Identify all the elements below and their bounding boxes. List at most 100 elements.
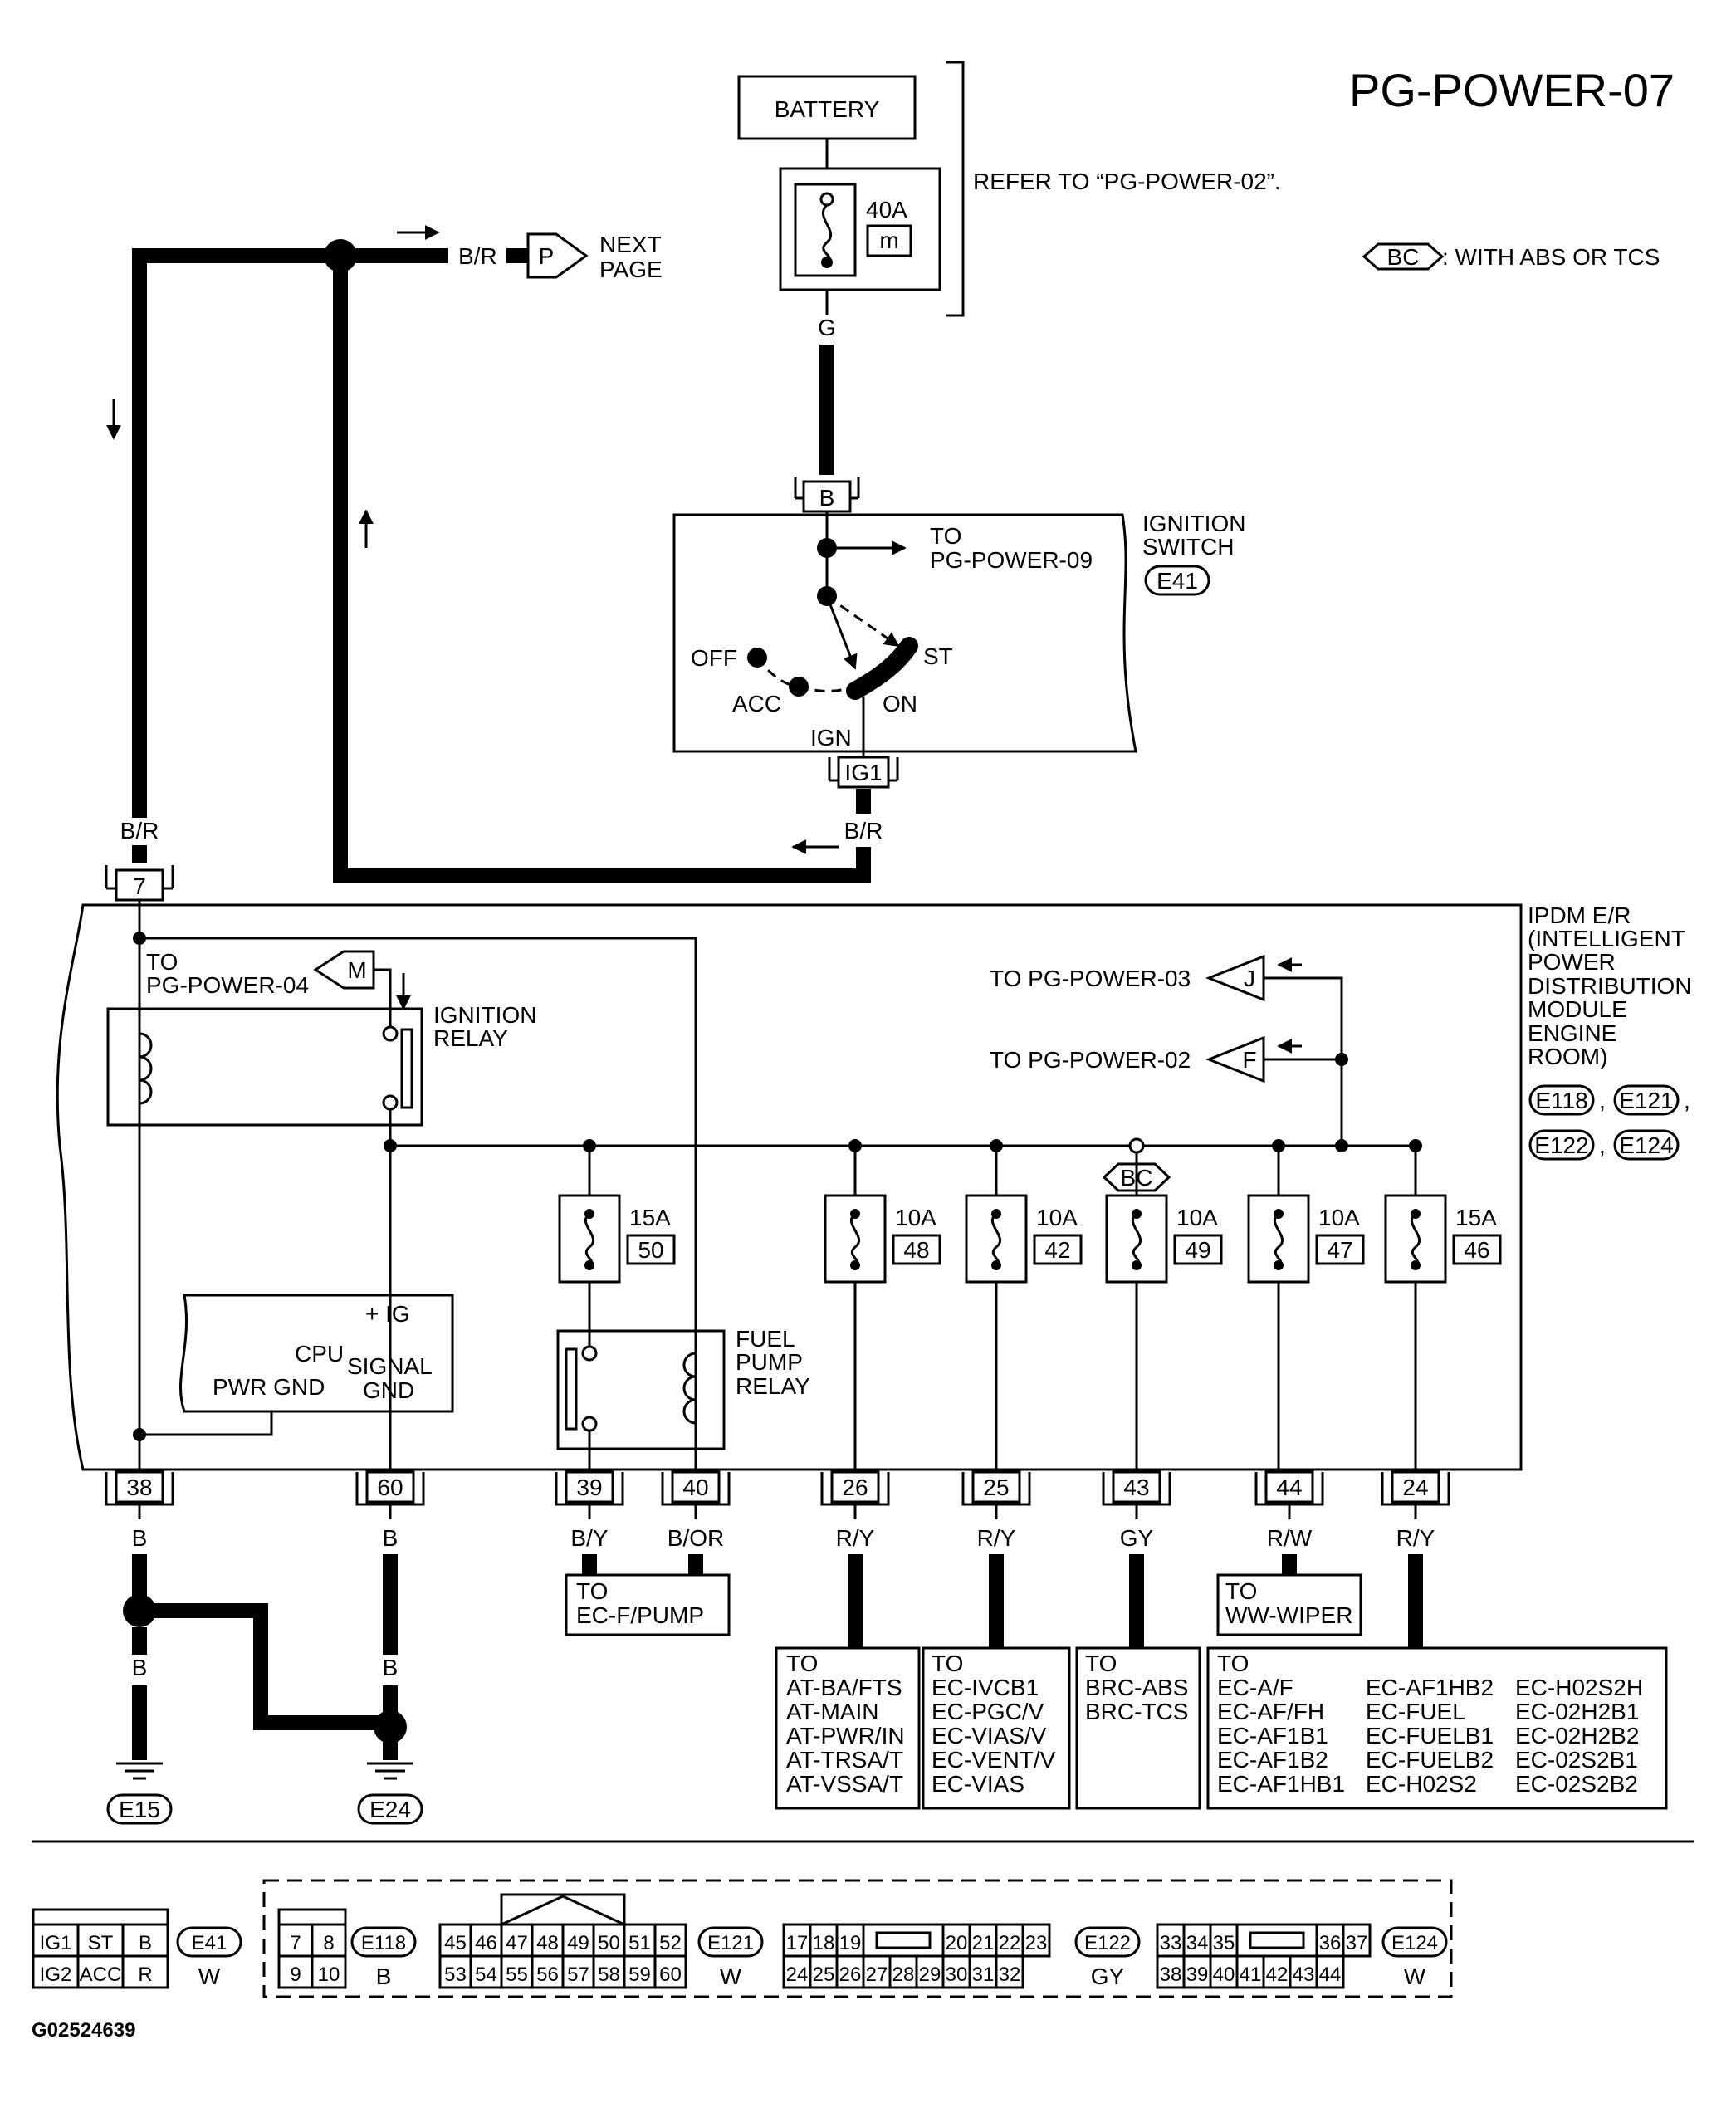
connector-pin: 45 <box>444 1932 467 1954</box>
dest-wiper-to: TO <box>1225 1578 1257 1604</box>
page-title: PG-POWER-07 <box>1349 64 1675 116</box>
dest-ec2-item: EC-AF/FH <box>1217 1699 1324 1724</box>
connector-pin: 36 <box>1319 1932 1342 1954</box>
connector-color-E118: B <box>376 1964 392 1989</box>
to-f-connector: F <box>1242 1047 1256 1073</box>
connector-pin: 51 <box>628 1932 651 1954</box>
fuel-pump-relay-2: PUMP <box>736 1349 803 1375</box>
ignition-switch-connector: E41 <box>1157 568 1198 594</box>
ignition-relay-title-1: IGNITION <box>433 1002 536 1028</box>
wire-color-44: R/W <box>1267 1525 1313 1551</box>
ipdm-comma-3: , <box>1599 1132 1606 1158</box>
connector-pin: ST <box>88 1932 114 1954</box>
dest-ec2-item: EC-H02S2 <box>1366 1771 1477 1797</box>
ipdm-title-4: DISTRIBUTION <box>1528 973 1692 999</box>
terminal-number-60: 60 <box>377 1475 403 1500</box>
ground-e15: E15 <box>119 1797 160 1822</box>
cpu-label: CPU <box>295 1341 344 1367</box>
connector-pin: 60 <box>659 1964 682 1986</box>
fuse-number-50: 50 <box>638 1237 663 1263</box>
bc-marker: BC <box>1102 1137 1171 1192</box>
ipdm-terminal-40: 40B/OR <box>661 1470 731 1551</box>
connector-pin: ACC <box>80 1964 122 1986</box>
connector-pin: 8 <box>323 1932 334 1954</box>
terminal-number-39: 39 <box>576 1475 602 1500</box>
connector-pin: 59 <box>628 1964 651 1986</box>
connector-pin: 27 <box>866 1964 888 1986</box>
ipdm-connector-e121: E121 <box>1619 1088 1673 1113</box>
dest-at-2: AT-MAIN <box>786 1699 878 1724</box>
ipdm-comma-1: , <box>1599 1088 1606 1113</box>
dest-at-to: TO <box>786 1651 818 1676</box>
to-j-connector: J <box>1244 966 1255 991</box>
fuel-pump-relay-1: FUEL <box>736 1326 795 1352</box>
dest-ec2-item: EC-02S2B1 <box>1515 1747 1638 1773</box>
ipdm-title-1: IPDM E/R <box>1528 902 1631 928</box>
connector-pin: 52 <box>659 1932 682 1954</box>
connector-pin: 41 <box>1240 1964 1262 1986</box>
wire-color-24: R/Y <box>1396 1525 1435 1551</box>
dest-ec2-item: EC-A/F <box>1217 1675 1293 1700</box>
connector-pin: 34 <box>1186 1932 1209 1954</box>
switch-position-acc: ACC <box>732 691 781 717</box>
battery: BATTERY <box>737 75 917 140</box>
dest-at: TO AT-BA/FTS AT-MAIN AT-PWR/IN AT-TRSA/T… <box>775 1646 921 1810</box>
cpu-gnd: GND <box>363 1377 414 1403</box>
dest-ec2-item: EC-02H2B1 <box>1515 1699 1639 1724</box>
fuse-number-46: 46 <box>1464 1237 1489 1263</box>
fuse-amp-50: 15A <box>629 1205 671 1230</box>
connector-pin: 39 <box>1186 1964 1209 1986</box>
fuse-number-49: 49 <box>1185 1237 1210 1263</box>
ipdm-connector-e124: E124 <box>1619 1132 1673 1158</box>
terminals-group: 38B60B39B/Y40B/OR26R/Y25R/Y43GY44R/W24R/… <box>105 1470 1450 1551</box>
fuse-amp-47: 10A <box>1318 1205 1360 1230</box>
ipdm-title-7: ROOM) <box>1528 1044 1607 1069</box>
fusible-link-amp: 40A <box>866 197 907 223</box>
dest-ec2-item: EC-AF1B1 <box>1217 1723 1328 1749</box>
connector-pin: 7 <box>290 1932 301 1954</box>
ipdm-terminal-38: 38B <box>105 1470 174 1551</box>
dest-ec2-item: EC-02H2B2 <box>1515 1723 1639 1749</box>
ipdm-terminal-7: 7 <box>133 873 146 899</box>
dest-brc-1: BRC-ABS <box>1085 1675 1188 1700</box>
ipdm-title-3: POWER <box>1528 949 1616 975</box>
wire-color-40: B/OR <box>668 1525 724 1551</box>
ipdm-terminal-39: 39B/Y <box>555 1470 624 1551</box>
ignition-switch-title-2: SWITCH <box>1142 534 1234 560</box>
fuse-number-47: 47 <box>1327 1237 1352 1263</box>
connector-pin: 38 <box>1160 1964 1182 1986</box>
connector-pin: 42 <box>1266 1964 1289 1986</box>
ipdm-terminal-24: 24R/Y <box>1381 1470 1450 1551</box>
connector-pin: 49 <box>567 1932 589 1954</box>
fuel-pump-relay: FUEL PUMP RELAY <box>556 1326 810 1450</box>
connector-pin: 24 <box>786 1964 809 1986</box>
dest-ec-1: TO EC-IVCB1 EC-PGC/V EC-VIAS/V EC-VENT/V… <box>922 1646 1071 1810</box>
abs-legend-text: : WITH ABS OR TCS <box>1442 244 1660 270</box>
terminal-number-38: 38 <box>126 1475 152 1500</box>
dest-ec2-item: EC-FUEL <box>1366 1699 1465 1724</box>
connector-pin: 29 <box>919 1964 941 1986</box>
connector-pin: 25 <box>813 1964 835 1986</box>
connector-pin: 28 <box>892 1964 915 1986</box>
connector-pin: R <box>138 1964 152 1986</box>
connector-pin: 35 <box>1213 1932 1235 1954</box>
fuse-number-42: 42 <box>1044 1237 1070 1263</box>
ground-wire-b3: B <box>383 1655 399 1680</box>
connector-pin: 31 <box>972 1964 995 1986</box>
ignition-relay-to-1: TO <box>146 949 178 975</box>
wire-color-br-right: B/R <box>844 818 883 844</box>
to-pg-power-03: J TO PG-POWER-03 <box>990 954 1265 1002</box>
dest-brc: TO BRC-ABS BRC-TCS <box>1075 1646 1201 1810</box>
abs-legend: BC : WITH ABS OR TCS <box>1362 242 1660 271</box>
wire-color-g: G <box>818 315 836 340</box>
next-page-connector: P <box>526 232 589 279</box>
ipdm-terminal-25: 25R/Y <box>961 1470 1031 1551</box>
connector-pin: IG2 <box>40 1964 72 1986</box>
